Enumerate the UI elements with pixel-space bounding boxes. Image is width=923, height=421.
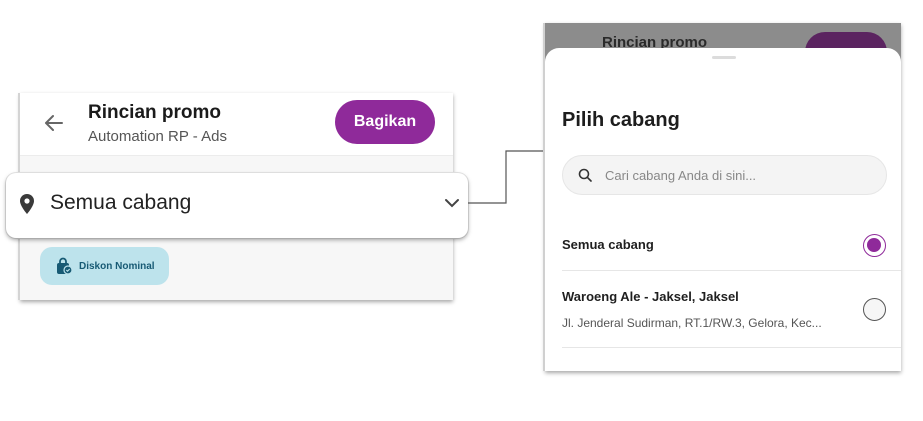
- branch-search-input[interactable]: [605, 156, 875, 194]
- branch-selector-dropdown[interactable]: Semua cabang: [6, 173, 468, 238]
- branch-search-field[interactable]: [562, 155, 887, 195]
- branch-option-all[interactable]: Semua cabang: [562, 221, 901, 271]
- app-header: Rincian promo Automation RP - Ads Bagika…: [20, 93, 453, 156]
- branch-selector-label: Semua cabang: [50, 191, 192, 214]
- share-button[interactable]: Bagikan: [335, 100, 435, 144]
- sheet-title: Pilih cabang: [562, 109, 680, 131]
- shopping-bag-discount-icon: [57, 257, 73, 275]
- option-title: Waroeng Ale - Jaksel, Jaksel: [562, 289, 739, 304]
- bottom-sheet: Pilih cabang Semua cabang Waroeng Ale - …: [545, 48, 901, 371]
- radio-selected[interactable]: [863, 234, 886, 257]
- back-arrow-icon[interactable]: [42, 111, 66, 135]
- chevron-down-icon: [445, 199, 459, 208]
- search-icon: [578, 168, 592, 182]
- page-title: Rincian promo: [88, 102, 222, 123]
- discount-type-badge: Diskon Nominal: [40, 247, 169, 285]
- dimmed-page-title: Rincian promo: [602, 34, 708, 51]
- page-subtitle: Automation RP - Ads: [88, 128, 227, 145]
- sheet-drag-handle[interactable]: [712, 56, 736, 59]
- option-title: Semua cabang: [562, 237, 654, 252]
- branch-option-waroeng-ale[interactable]: Waroeng Ale - Jaksel, Jaksel Jl. Jendera…: [562, 272, 901, 348]
- radio-unselected[interactable]: [863, 298, 886, 321]
- option-address: Jl. Jenderal Sudirman, RT.1/RW.3, Gelora…: [562, 316, 822, 330]
- branch-picker-screen: ← Rincian promo Pilih cabang Semua caban…: [545, 23, 901, 371]
- location-pin-icon: [20, 194, 34, 214]
- badge-label: Diskon Nominal: [79, 260, 155, 272]
- connector-line: [468, 150, 548, 204]
